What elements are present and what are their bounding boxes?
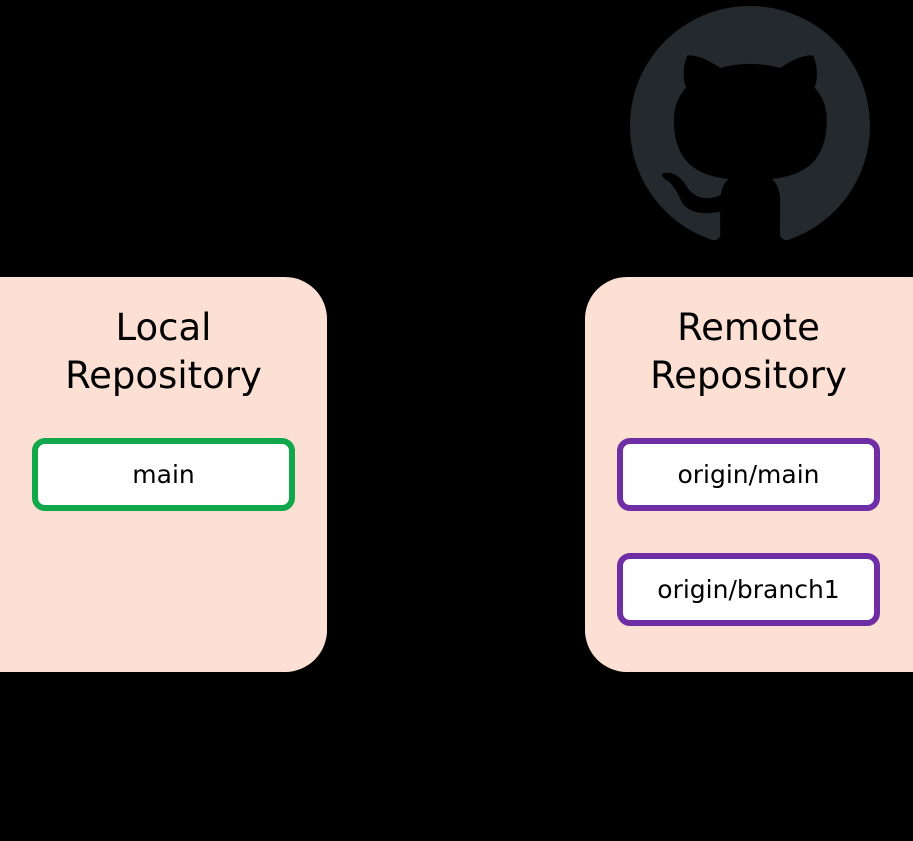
remote-repository-panel: Remote Repository origin/main origin/bra… xyxy=(585,277,913,672)
branch-chip-main-label: main xyxy=(132,460,195,489)
branch-chip-origin-branch1-label: origin/branch1 xyxy=(657,575,840,604)
remote-repository-title: Remote Repository xyxy=(650,306,847,397)
branch-chip-main[interactable]: main xyxy=(32,438,295,511)
branch-chip-origin-branch1[interactable]: origin/branch1 xyxy=(617,553,880,626)
github-octocat-logo xyxy=(630,6,870,246)
local-repository-panel: Local Repository main xyxy=(0,277,327,672)
branch-chip-origin-main-label: origin/main xyxy=(677,460,820,489)
local-repository-title: Local Repository xyxy=(65,306,262,397)
branch-chip-origin-main[interactable]: origin/main xyxy=(617,438,880,511)
